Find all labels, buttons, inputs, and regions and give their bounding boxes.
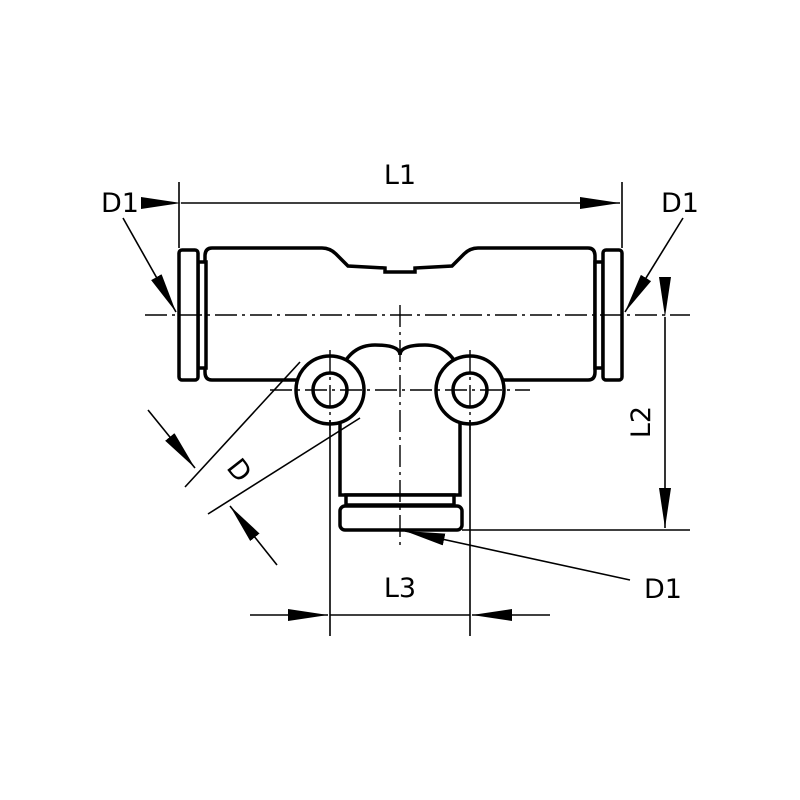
label-l3: L3 — [384, 573, 416, 604]
fitting-body — [177, 246, 624, 532]
label-d1-right: D1 — [661, 188, 699, 219]
dimension-l3: L3 — [250, 420, 550, 636]
leader-d1-left: D1 — [101, 188, 177, 313]
leader-d1-right: D1 — [624, 188, 699, 313]
label-l2: L2 — [626, 406, 657, 438]
dimension-l1: L1 — [141, 160, 623, 248]
dimension-l2: L2 — [462, 277, 690, 531]
bottom-cap — [338, 504, 464, 532]
label-d: D — [220, 453, 257, 488]
label-d1-left: D1 — [101, 188, 139, 219]
label-l1: L1 — [384, 160, 416, 191]
leader-d1-bottom: D1 — [404, 530, 682, 605]
label-d1-bottom: D1 — [644, 574, 682, 605]
